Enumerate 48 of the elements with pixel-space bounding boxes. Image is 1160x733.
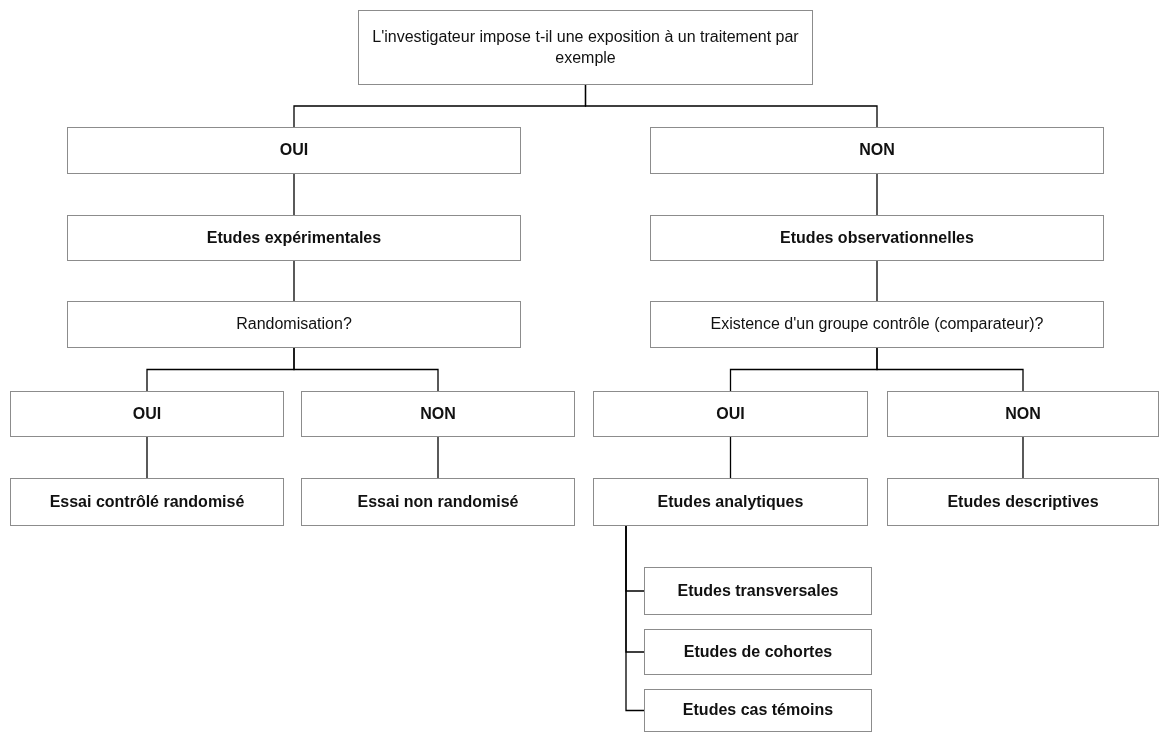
text-box — [301, 478, 575, 526]
text-box — [358, 10, 813, 85]
text-box — [887, 478, 1159, 526]
connector-line — [876, 347, 1024, 392]
text-box — [650, 127, 1104, 174]
text-box — [644, 629, 872, 675]
box-label: OUI — [278, 140, 310, 161]
text-box — [67, 301, 521, 348]
box-label: Essai non randomisé — [356, 491, 520, 512]
box-label: Etudes transversales — [676, 580, 840, 601]
text-box — [10, 478, 284, 526]
connector-line — [437, 436, 439, 479]
box-label: L'investigateur impose t-il une exposition à un traitement par exemple — [371, 26, 800, 68]
text-box — [650, 215, 1104, 261]
box-label: Etudes analytiques — [656, 491, 805, 512]
connector-line — [146, 436, 148, 479]
connector-line — [1022, 436, 1024, 479]
box-label: Etudes observationnelles — [779, 227, 975, 248]
text-box — [593, 391, 868, 437]
connector-line — [293, 347, 439, 392]
box-label: NON — [419, 403, 457, 424]
box-label: Existence d'un groupe contrôle (comparateur)? — [709, 314, 1045, 335]
connector-line — [729, 436, 732, 479]
text-box — [644, 567, 872, 615]
text-box — [593, 478, 868, 526]
text-box — [67, 127, 521, 174]
text-box — [10, 391, 284, 437]
box-label: Randomisation? — [235, 314, 353, 335]
connector-line — [876, 173, 878, 216]
text-box — [644, 689, 872, 732]
connector-line — [293, 173, 295, 216]
connector-line — [876, 260, 878, 302]
box-label: NON — [858, 140, 896, 161]
text-box — [301, 391, 575, 437]
text-box — [887, 391, 1159, 437]
box-label: Essai contrôlé randomisé — [48, 491, 246, 512]
box-label: Etudes de cohortes — [682, 641, 834, 662]
box-label: Etudes descriptives — [946, 491, 1100, 512]
box-label: Etudes cas témoins — [681, 700, 835, 721]
connector-line — [625, 525, 645, 712]
connector-line — [293, 260, 295, 302]
text-box — [650, 301, 1104, 348]
connector-line — [584, 84, 878, 128]
text-box — [67, 215, 521, 261]
box-label: OUI — [715, 403, 746, 424]
box-label: NON — [1004, 403, 1042, 424]
box-label: OUI — [131, 403, 163, 424]
box-label: Etudes expérimentales — [205, 227, 383, 248]
